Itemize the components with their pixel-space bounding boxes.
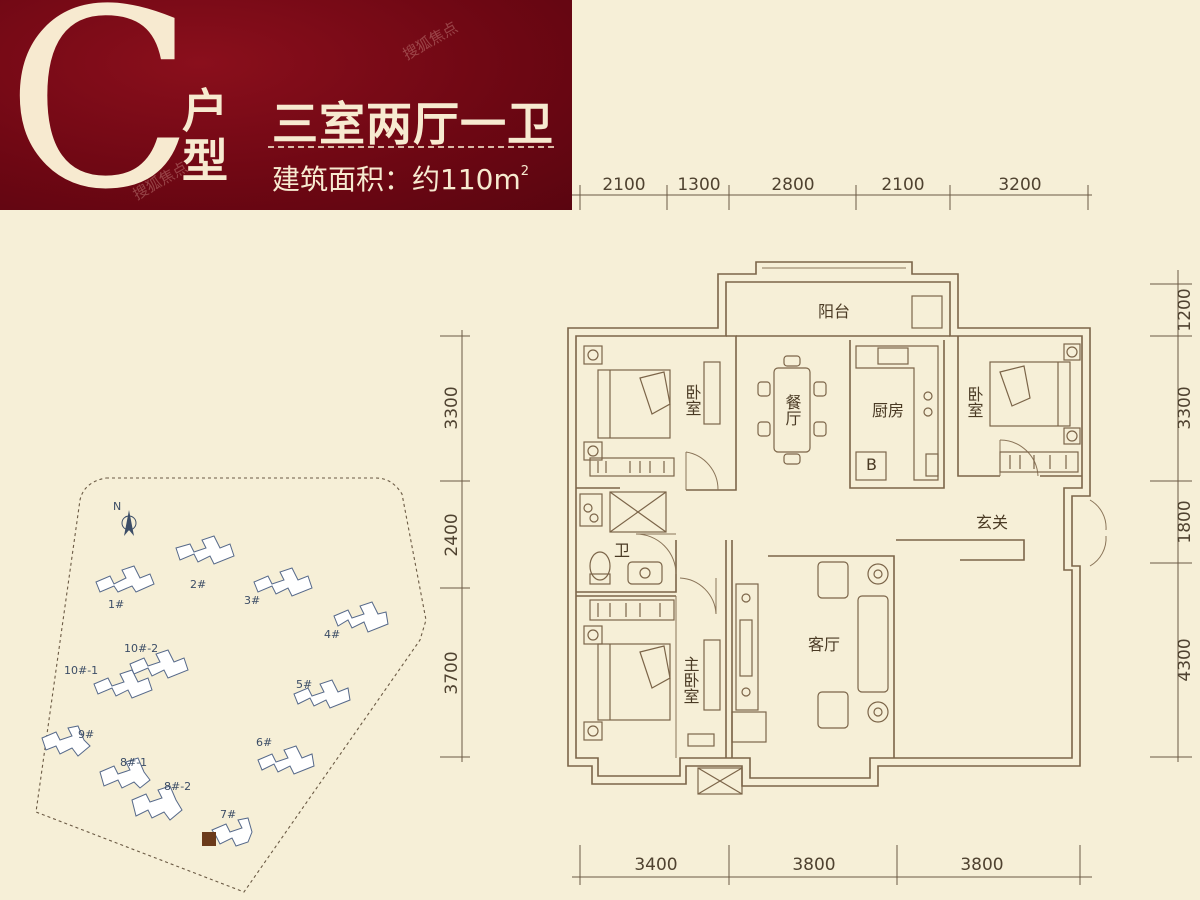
room-label-bedroom-left-vertical: 卧室 (683, 384, 702, 416)
building-label-9: 9# (78, 728, 94, 741)
dim-top-2: 1300 (677, 175, 720, 195)
building-label-10-1: 10#-1 (64, 664, 98, 677)
north-label: N (113, 500, 121, 513)
exterior-walls (567, 261, 1091, 787)
dim-right-4: 4300 (1175, 638, 1195, 681)
building-label-3: 3# (244, 594, 260, 607)
dim-left-3: 3700 (442, 651, 462, 694)
kitchen-b-label: B (866, 455, 877, 474)
room-label-living: 客厅 (808, 635, 840, 654)
building-label-7: 7# (220, 808, 236, 821)
building-8-2 (131, 785, 183, 821)
dim-top-4: 2100 (881, 175, 924, 195)
bedroom-right-furniture (989, 343, 1081, 473)
unit-type-label: 户型 (182, 84, 228, 188)
building-label-5: 5# (296, 678, 312, 691)
header-banner: 搜狐焦点 搜狐焦点 C 户型 三室两厅一卫 建筑面积：约110m2 (0, 0, 572, 210)
interior-walls (576, 335, 1082, 758)
layout-title: 三室两厅一卫 (272, 97, 554, 151)
room-label-bathroom: 卫 (614, 541, 630, 560)
living-room-furniture (697, 561, 889, 795)
building-10-2 (129, 649, 189, 679)
kitchen-furniture (855, 295, 943, 481)
building-label-8-1: 8#-1 (120, 756, 147, 769)
left-dimension-line: 3300 2400 3700 (440, 330, 470, 762)
site-plan: N (35, 477, 427, 893)
bedroom-left-furniture (583, 345, 721, 477)
room-label-dining: 餐厅 (783, 394, 802, 426)
building-8-1 (99, 757, 151, 789)
dim-top-1: 2100 (602, 175, 645, 195)
room-label-bedroom-right: 卧室 (965, 386, 984, 418)
floor-area-unit-sup: 2 (520, 164, 530, 179)
building-2 (175, 535, 235, 565)
dim-bottom-2: 3800 (792, 855, 835, 875)
north-arrow-icon: N (113, 500, 137, 536)
header-divider (268, 146, 554, 148)
building-9 (41, 725, 91, 757)
building-5 (293, 679, 351, 709)
building-10-1 (93, 669, 153, 699)
dim-left-1: 3300 (442, 386, 462, 429)
dining-furniture (757, 355, 827, 465)
room-label-master-bedroom: 主卧室 (681, 656, 700, 704)
highlight-marker (202, 832, 216, 846)
building-1 (95, 565, 155, 593)
building-4 (333, 601, 389, 633)
dim-bottom-1: 3400 (634, 855, 677, 875)
unit-type-letter: C (6, 0, 195, 210)
building-7 (202, 817, 253, 847)
bathroom-fixtures (579, 491, 667, 585)
building-label-8-2: 8#-2 (164, 780, 191, 793)
room-label-balcony: 阳台 (818, 302, 850, 321)
building-label-10-2: 10#-2 (124, 642, 158, 655)
room-label-kitchen: 厨房 (872, 401, 904, 420)
building-label-4: 4# (324, 628, 340, 641)
dim-right-1: 1200 (1175, 288, 1195, 331)
top-dimension-line: 2100 1300 2800 2100 3200 (572, 175, 1092, 210)
master-bedroom-furniture (583, 599, 721, 747)
building-label-2: 2# (190, 578, 206, 591)
right-dimension-line: 1200 3300 1800 4300 (1150, 270, 1195, 762)
bottom-dimension-line: 3400 3800 3800 (572, 845, 1092, 885)
building-6 (257, 745, 315, 775)
floor-area: 建筑面积：约110m2 (272, 158, 529, 198)
building-label-6: 6# (256, 736, 272, 749)
dim-top-5: 3200 (998, 175, 1041, 195)
room-label-entrance: 玄关 (976, 513, 1008, 532)
building-3 (253, 567, 313, 597)
dim-right-2: 3300 (1175, 386, 1195, 429)
dim-top-3: 2800 (771, 175, 814, 195)
dim-right-3: 1800 (1175, 500, 1195, 543)
dim-bottom-3: 3800 (960, 855, 1003, 875)
building-label-1: 1# (108, 598, 124, 611)
floor-area-text: 建筑面积：约110m (272, 163, 521, 196)
dim-left-2: 2400 (442, 513, 462, 556)
